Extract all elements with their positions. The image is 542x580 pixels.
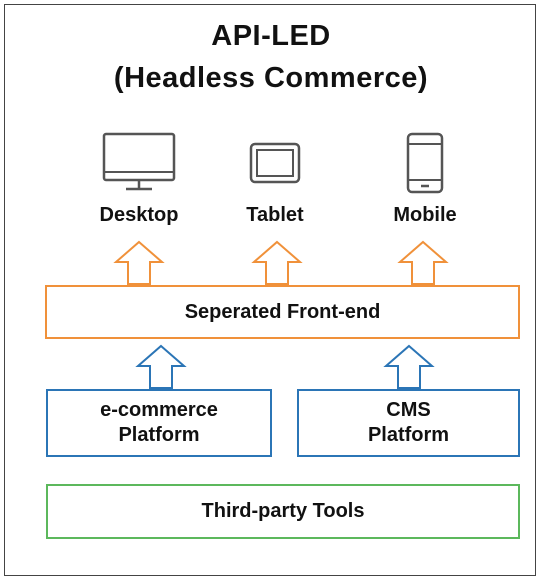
cms-platform-label: CMS Platform — [367, 399, 450, 446]
device-label-mobile: Mobile — [393, 204, 457, 226]
third-party-tools-box: Third-party Tools — [46, 484, 520, 539]
ecommerce-platform-label: e-commerce Platform — [100, 399, 218, 446]
device-label-desktop: Desktop — [99, 204, 179, 226]
frontend-layer: Seperated Front-end — [45, 285, 520, 339]
device-label-tablet: Tablet — [246, 204, 304, 226]
arrow-to-tablet — [251, 240, 303, 285]
arrow-from-ecommerce — [135, 344, 187, 389]
cms-platform-box: CMS Platform — [297, 389, 520, 457]
arrow-from-cms — [383, 344, 435, 389]
arrow-to-desktop — [113, 240, 165, 285]
mobile-icon — [406, 132, 444, 194]
arrow-to-mobile — [397, 240, 449, 285]
diagram-title-line2: (Headless Commerce) — [113, 62, 429, 94]
tablet-icon — [249, 142, 301, 184]
desktop-icon — [102, 132, 176, 191]
diagram-title-line1: API-LED — [211, 20, 331, 52]
diagram-frame — [4, 4, 536, 576]
ecommerce-platform-box: e-commerce Platform — [46, 389, 272, 457]
